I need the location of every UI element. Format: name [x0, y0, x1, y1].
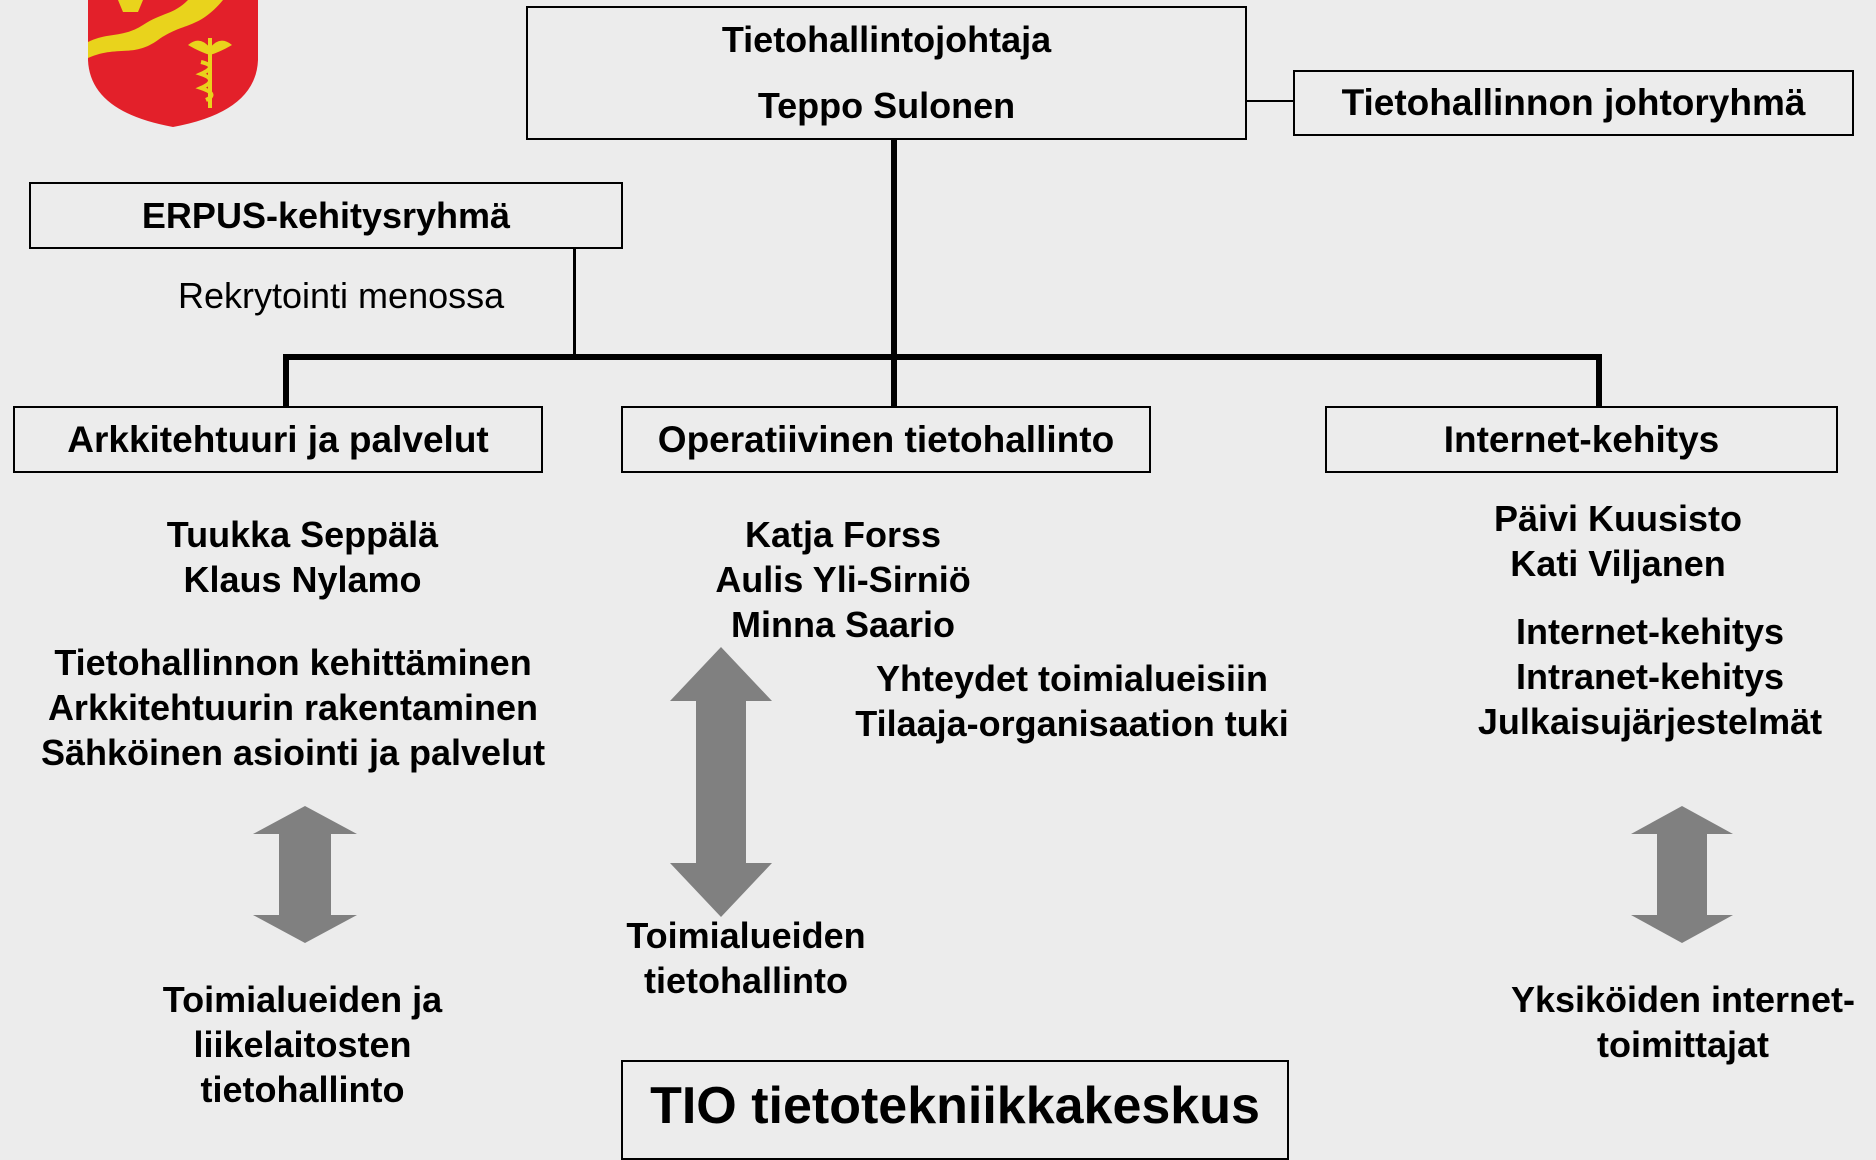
connector-left-drop — [283, 354, 289, 406]
unit-label-architecture: Arkkitehtuuri ja palvelut — [67, 418, 489, 460]
director-title: Tietohallintojohtaja — [721, 19, 1052, 60]
task-item: Sähköinen asiointi ja palvelut — [40, 732, 546, 773]
person-name: Katja Forss — [744, 514, 942, 555]
person-name: Tuukka Seppälä — [166, 514, 439, 555]
people-operative: Katja Forss Aulis Yli-Sirniö Minna Saari… — [643, 512, 1043, 647]
person-name: Kati Viljanen — [1510, 543, 1726, 584]
erpus-label: ERPUS-kehitysryhmä — [141, 194, 511, 236]
tasks-internet: Internet-kehitys Intranet-kehitys Julkai… — [1450, 609, 1850, 744]
task-item: Tilaaja-organisaation tuki — [855, 703, 1289, 744]
director-name: Teppo Sulonen — [757, 85, 1016, 126]
counterpart-line: tietohallinto — [200, 1069, 405, 1110]
connector-steering-group — [1245, 100, 1293, 102]
tasks-architecture: Tietohallinnon kehittäminen Arkkitehtuur… — [18, 640, 568, 775]
double-arrow-operative — [670, 647, 772, 917]
steering-group-box: Tietohallinnon johtoryhmä — [1293, 70, 1854, 136]
task-item: Internet-kehitys — [1515, 611, 1785, 652]
double-arrow-architecture — [253, 806, 357, 943]
unit-label-operative: Operatiivinen tietohallinto — [657, 418, 1115, 460]
counterpart-internet: Yksiköiden internet- toimittajat — [1488, 977, 1876, 1067]
footer-label: TIO tietotekniikkakeskus — [650, 1077, 1260, 1135]
steering-group-label: Tietohallinnon johtoryhmä — [1341, 82, 1806, 123]
connector-right-drop — [1596, 354, 1602, 406]
unit-box-operative: Operatiivinen tietohallinto — [621, 406, 1151, 473]
task-item: Tietohallinnon kehittäminen — [54, 642, 532, 683]
counterpart-operative: Toimialueiden tietohallinto — [596, 913, 896, 1003]
person-name: Minna Saario — [730, 604, 956, 645]
counterpart-architecture: Toimialueiden ja liikelaitosten tietohal… — [75, 977, 530, 1112]
person-name: Päivi Kuusisto — [1493, 498, 1743, 539]
task-item: Yhteydet toimialueisiin — [875, 658, 1269, 699]
task-item: Intranet-kehitys — [1515, 656, 1785, 697]
unit-label-internet: Internet-kehitys — [1443, 418, 1720, 460]
double-arrow-internet — [1631, 806, 1733, 943]
person-name: Aulis Yli-Sirniö — [715, 559, 971, 600]
connector-top-vertical — [891, 136, 897, 406]
people-internet: Päivi Kuusisto Kati Viljanen — [1418, 496, 1818, 586]
unit-box-architecture: Arkkitehtuuri ja palvelut — [13, 406, 543, 473]
counterpart-line: Yksiköiden internet- — [1510, 979, 1856, 1020]
counterpart-line: Toimialueiden — [626, 915, 866, 956]
person-name: Klaus Nylamo — [183, 559, 422, 600]
erpus-box: ERPUS-kehitysryhmä — [29, 182, 623, 249]
counterpart-line: Toimialueiden ja — [162, 979, 443, 1020]
director-box: Tietohallintojohtaja Teppo Sulonen — [526, 6, 1247, 140]
task-item: Arkkitehtuurin rakentaminen — [47, 687, 539, 728]
connector-erpus — [573, 248, 576, 358]
connector-horizontal — [283, 354, 1602, 360]
erpus-note: Rekrytointi menossa — [178, 275, 505, 316]
counterpart-line: toimittajat — [1596, 1024, 1769, 1065]
counterpart-line: tietohallinto — [644, 960, 848, 1001]
counterpart-line: liikelaitosten — [193, 1024, 412, 1065]
task-item: Julkaisujärjestelmät — [1477, 701, 1823, 742]
tasks-operative: Yhteydet toimialueisiin Tilaaja-organisa… — [832, 656, 1312, 746]
footer-box: TIO tietotekniikkakeskus — [621, 1060, 1289, 1160]
coat-of-arms-logo — [88, 0, 258, 127]
people-architecture: Tuukka Seppälä Klaus Nylamo — [75, 512, 530, 602]
unit-box-internet: Internet-kehitys — [1325, 406, 1838, 473]
